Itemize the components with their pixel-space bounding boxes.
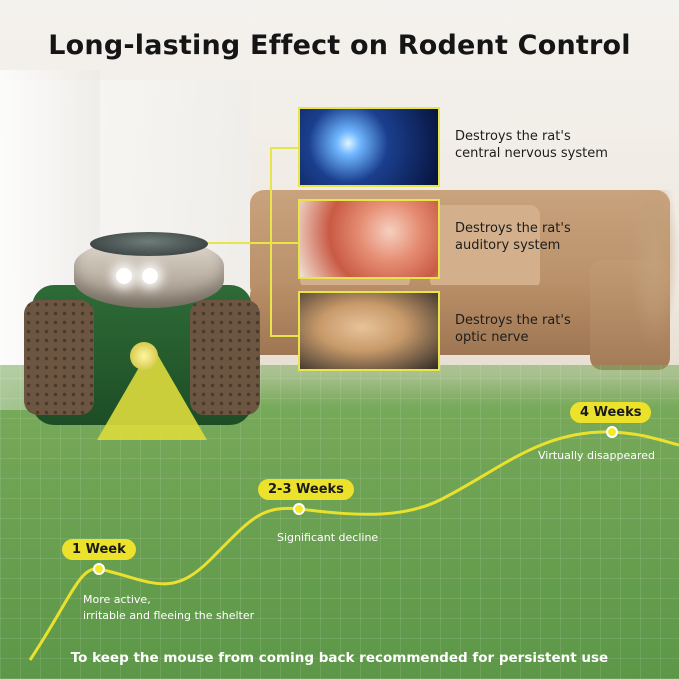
speaker-grille-right: [190, 300, 260, 415]
milestone-dot: [606, 426, 618, 438]
milestone-note-1: More active,irritable and fleeing the sh…: [83, 593, 255, 622]
milestone-note-2: Significant decline: [277, 531, 379, 544]
milestone-4-weeks: 4 Weeks: [570, 402, 652, 423]
rodent-repeller-device: [22, 230, 262, 440]
page-title: Long-lasting Effect on Rodent Control: [48, 30, 631, 61]
sensor-lens: [130, 342, 158, 370]
connector-line: [270, 335, 300, 337]
milestone-dot: [93, 563, 105, 575]
milestone-1-week: 1 Week: [62, 539, 136, 560]
connector-line: [270, 147, 272, 337]
connector-line: [180, 242, 300, 244]
neuron-image: [298, 107, 440, 187]
ear-anatomy-image: [298, 199, 440, 279]
footer-text: To keep the mouse from coming back recom…: [70, 650, 609, 666]
device-top-cap: [90, 232, 208, 256]
milestone-2-3-weeks: 2-3 Weeks: [258, 479, 354, 500]
led-light-icon: [116, 268, 132, 284]
led-light-icon: [142, 268, 158, 284]
milestone-note-3: Virtually disappeared: [538, 449, 656, 462]
milestone-dot: [293, 503, 305, 515]
dried-plant: [629, 190, 679, 350]
connector-line: [270, 147, 300, 149]
speaker-grille-left: [24, 300, 94, 415]
led-lights: [112, 268, 172, 284]
brain-image: [298, 291, 440, 371]
sofa-cushion: [430, 205, 540, 290]
